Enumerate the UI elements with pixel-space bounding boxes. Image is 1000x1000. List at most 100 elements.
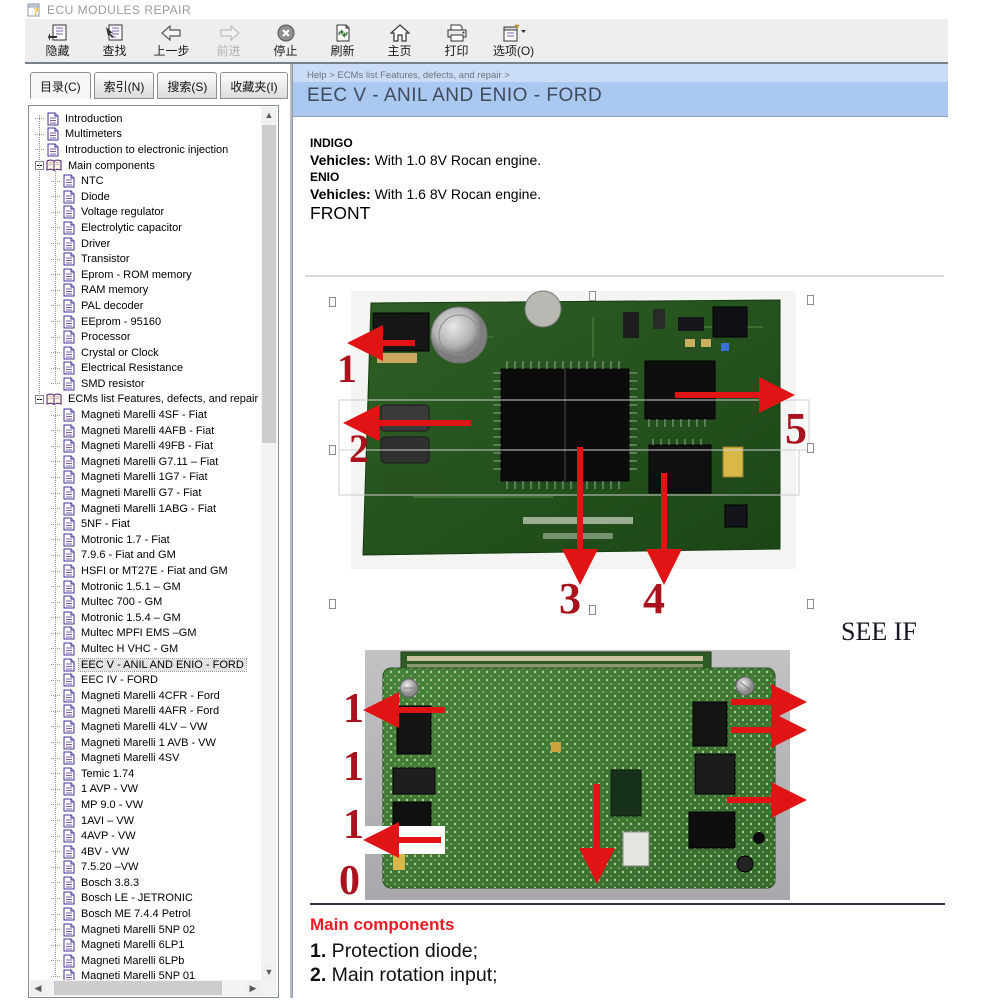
- tree-item[interactable]: Magneti Marelli 4SF - Fiat: [32, 407, 261, 423]
- tree-item[interactable]: 7.5.20 –VW: [32, 860, 261, 876]
- topic-header: EEC V - ANIL AND ENIO - FORD: [293, 82, 948, 117]
- scroll-right-arrow[interactable]: ▶: [245, 980, 261, 996]
- tree-item[interactable]: Crystal or Clock: [32, 345, 261, 361]
- tree-item[interactable]: Multec 700 - GM: [32, 594, 261, 610]
- options-button[interactable]: 选项(O): [485, 22, 542, 62]
- tree-item[interactable]: Magneti Marelli G7.11 – Fiat: [32, 454, 261, 470]
- tree-item[interactable]: Eprom - ROM memory: [32, 267, 261, 283]
- tree-item[interactable]: Magneti Marelli 4CFR - Ford: [32, 688, 261, 704]
- tree-item[interactable]: Magneti Marelli 4LV – VW: [32, 719, 261, 735]
- page-icon: [63, 361, 75, 375]
- tab-search[interactable]: 搜索(S): [157, 72, 218, 99]
- tree-item[interactable]: MP 9.0 - VW: [32, 797, 261, 813]
- tree-item[interactable]: PAL decoder: [32, 298, 261, 314]
- tab-favorites[interactable]: 收藏夹(I): [220, 72, 288, 99]
- page-icon: [47, 112, 59, 126]
- window-title: ECU MODULES REPAIR: [47, 2, 192, 17]
- stop-button[interactable]: 停止: [257, 22, 314, 62]
- scroll-left-arrow[interactable]: ◀: [30, 980, 46, 996]
- tree-item[interactable]: Processor: [32, 329, 261, 345]
- page-icon: [63, 814, 75, 828]
- divider: [310, 903, 945, 905]
- tree-item[interactable]: Magneti Marelli 1 AVB - VW: [32, 735, 261, 751]
- print-button[interactable]: 打印: [428, 22, 485, 62]
- section-heading: FRONT: [310, 203, 371, 223]
- tree-item[interactable]: Motronic 1.7 - Fiat: [32, 532, 261, 548]
- intro-text: INDIGO Vehicles: With 1.0 8V Rocan engin…: [310, 136, 542, 223]
- page-icon: [63, 424, 75, 438]
- page-icon: [63, 408, 75, 422]
- tree-item[interactable]: Bosch ME 7.4.4 Petrol: [32, 906, 261, 922]
- scroll-up-arrow[interactable]: ▲: [261, 107, 277, 123]
- tree-item[interactable]: 7.9.6 - Fiat and GM: [32, 548, 261, 564]
- print-icon: [446, 22, 468, 44]
- tree-item[interactable]: ECMs list Features, defects, and repair: [32, 392, 261, 408]
- sidebar-splitter[interactable]: [283, 64, 292, 998]
- tree-item[interactable]: EEC V - ANIL AND ENIO - FORD: [32, 657, 261, 673]
- tree-item[interactable]: Multec H VHC - GM: [32, 641, 261, 657]
- tree-item[interactable]: Bosch 3.8.3: [32, 875, 261, 891]
- tree-item[interactable]: Introduction: [32, 111, 261, 127]
- vertical-scroll-thumb[interactable]: [262, 125, 276, 443]
- callout-1: 1: [337, 346, 357, 391]
- tree-item[interactable]: 4AVP - VW: [32, 828, 261, 844]
- locate-button[interactable]: 查找: [86, 22, 143, 62]
- tree-item[interactable]: Magneti Marelli 4AFR - Ford: [32, 704, 261, 720]
- tree-item[interactable]: 1AVI – VW: [32, 813, 261, 829]
- page-icon: [63, 923, 75, 937]
- tree-item[interactable]: SMD resistor: [32, 376, 261, 392]
- tree-item[interactable]: Introduction to electronic injection: [32, 142, 261, 158]
- page-icon: [63, 626, 75, 640]
- horizontal-scroll-thumb[interactable]: [54, 981, 222, 995]
- component-item: 1. Protection diode;: [310, 940, 479, 962]
- page-icon: [63, 439, 75, 453]
- topic-body: INDIGO Vehicles: With 1.0 8V Rocan engin…: [293, 117, 948, 995]
- locate-icon: [105, 22, 125, 44]
- page-icon: [63, 938, 75, 952]
- tree-item[interactable]: Main components: [32, 158, 261, 174]
- tree-item[interactable]: Magneti Marelli G7 - Fiat: [32, 485, 261, 501]
- tree-item[interactable]: NTC: [32, 173, 261, 189]
- back-button[interactable]: 上一步: [143, 22, 200, 62]
- tree-item[interactable]: Magneti Marelli 6LPb: [32, 953, 261, 969]
- tree-item[interactable]: RAM memory: [32, 283, 261, 299]
- tree-item[interactable]: Transistor: [32, 251, 261, 267]
- selection-handle: [589, 605, 596, 615]
- tree-item[interactable]: EEC IV - FORD: [32, 672, 261, 688]
- tree-item[interactable]: Diode: [32, 189, 261, 205]
- tree-item[interactable]: HSFI or MT27E - Fiat and GM: [32, 563, 261, 579]
- tree-item[interactable]: Temic 1.74: [32, 766, 261, 782]
- forward-button[interactable]: 前进: [200, 22, 257, 62]
- tree-item[interactable]: Motronic 1.5.4 – GM: [32, 610, 261, 626]
- tree-item[interactable]: Magneti Marelli 6LP1: [32, 937, 261, 953]
- tab-index[interactable]: 索引(N): [93, 72, 155, 99]
- tree-item[interactable]: Electrical Resistance: [32, 361, 261, 377]
- tree-item[interactable]: Motronic 1.5.1 – GM: [32, 579, 261, 595]
- tree-item[interactable]: Bosch LE - JETRONIC: [32, 891, 261, 907]
- tree-item[interactable]: Multec MPFI EMS –GM: [32, 626, 261, 642]
- tree-item[interactable]: Driver: [32, 236, 261, 252]
- tree-item[interactable]: 4BV - VW: [32, 844, 261, 860]
- tree-item[interactable]: Magneti Marelli 4SV: [32, 750, 261, 766]
- tab-contents[interactable]: 目录(C): [30, 72, 91, 99]
- tree-item[interactable]: Multimeters: [32, 127, 261, 143]
- tree-item[interactable]: EEprom - 95160: [32, 314, 261, 330]
- tree-vertical-scrollbar[interactable]: ▲ ▼: [261, 107, 277, 980]
- scroll-down-arrow[interactable]: ▼: [261, 964, 277, 980]
- refresh-button[interactable]: 刷新: [314, 22, 371, 62]
- page-icon: [63, 377, 75, 391]
- tree-item[interactable]: Magneti Marelli 1G7 - Fiat: [32, 470, 261, 486]
- tree-item[interactable]: Magneti Marelli 49FB - Fiat: [32, 438, 261, 454]
- tree-item[interactable]: Magneti Marelli 4AFB - Fiat: [32, 423, 261, 439]
- open-book-icon: [46, 159, 62, 172]
- tree-item[interactable]: Magneti Marelli 5NP 01: [32, 969, 261, 980]
- tree-item[interactable]: Magneti Marelli 5NP 02: [32, 922, 261, 938]
- tree-item[interactable]: 5NF - Fiat: [32, 516, 261, 532]
- home-button[interactable]: 主页: [371, 22, 428, 62]
- tree-item[interactable]: 1 AVP - VW: [32, 782, 261, 798]
- hide-button[interactable]: 隐藏: [29, 22, 86, 62]
- tree-horizontal-scrollbar[interactable]: ◀ ▶: [30, 980, 261, 996]
- tree-item[interactable]: Electrolytic capacitor: [32, 220, 261, 236]
- tree-item[interactable]: Magneti Marelli 1ABG - Fiat: [32, 501, 261, 517]
- tree-item[interactable]: Voltage regulator: [32, 205, 261, 221]
